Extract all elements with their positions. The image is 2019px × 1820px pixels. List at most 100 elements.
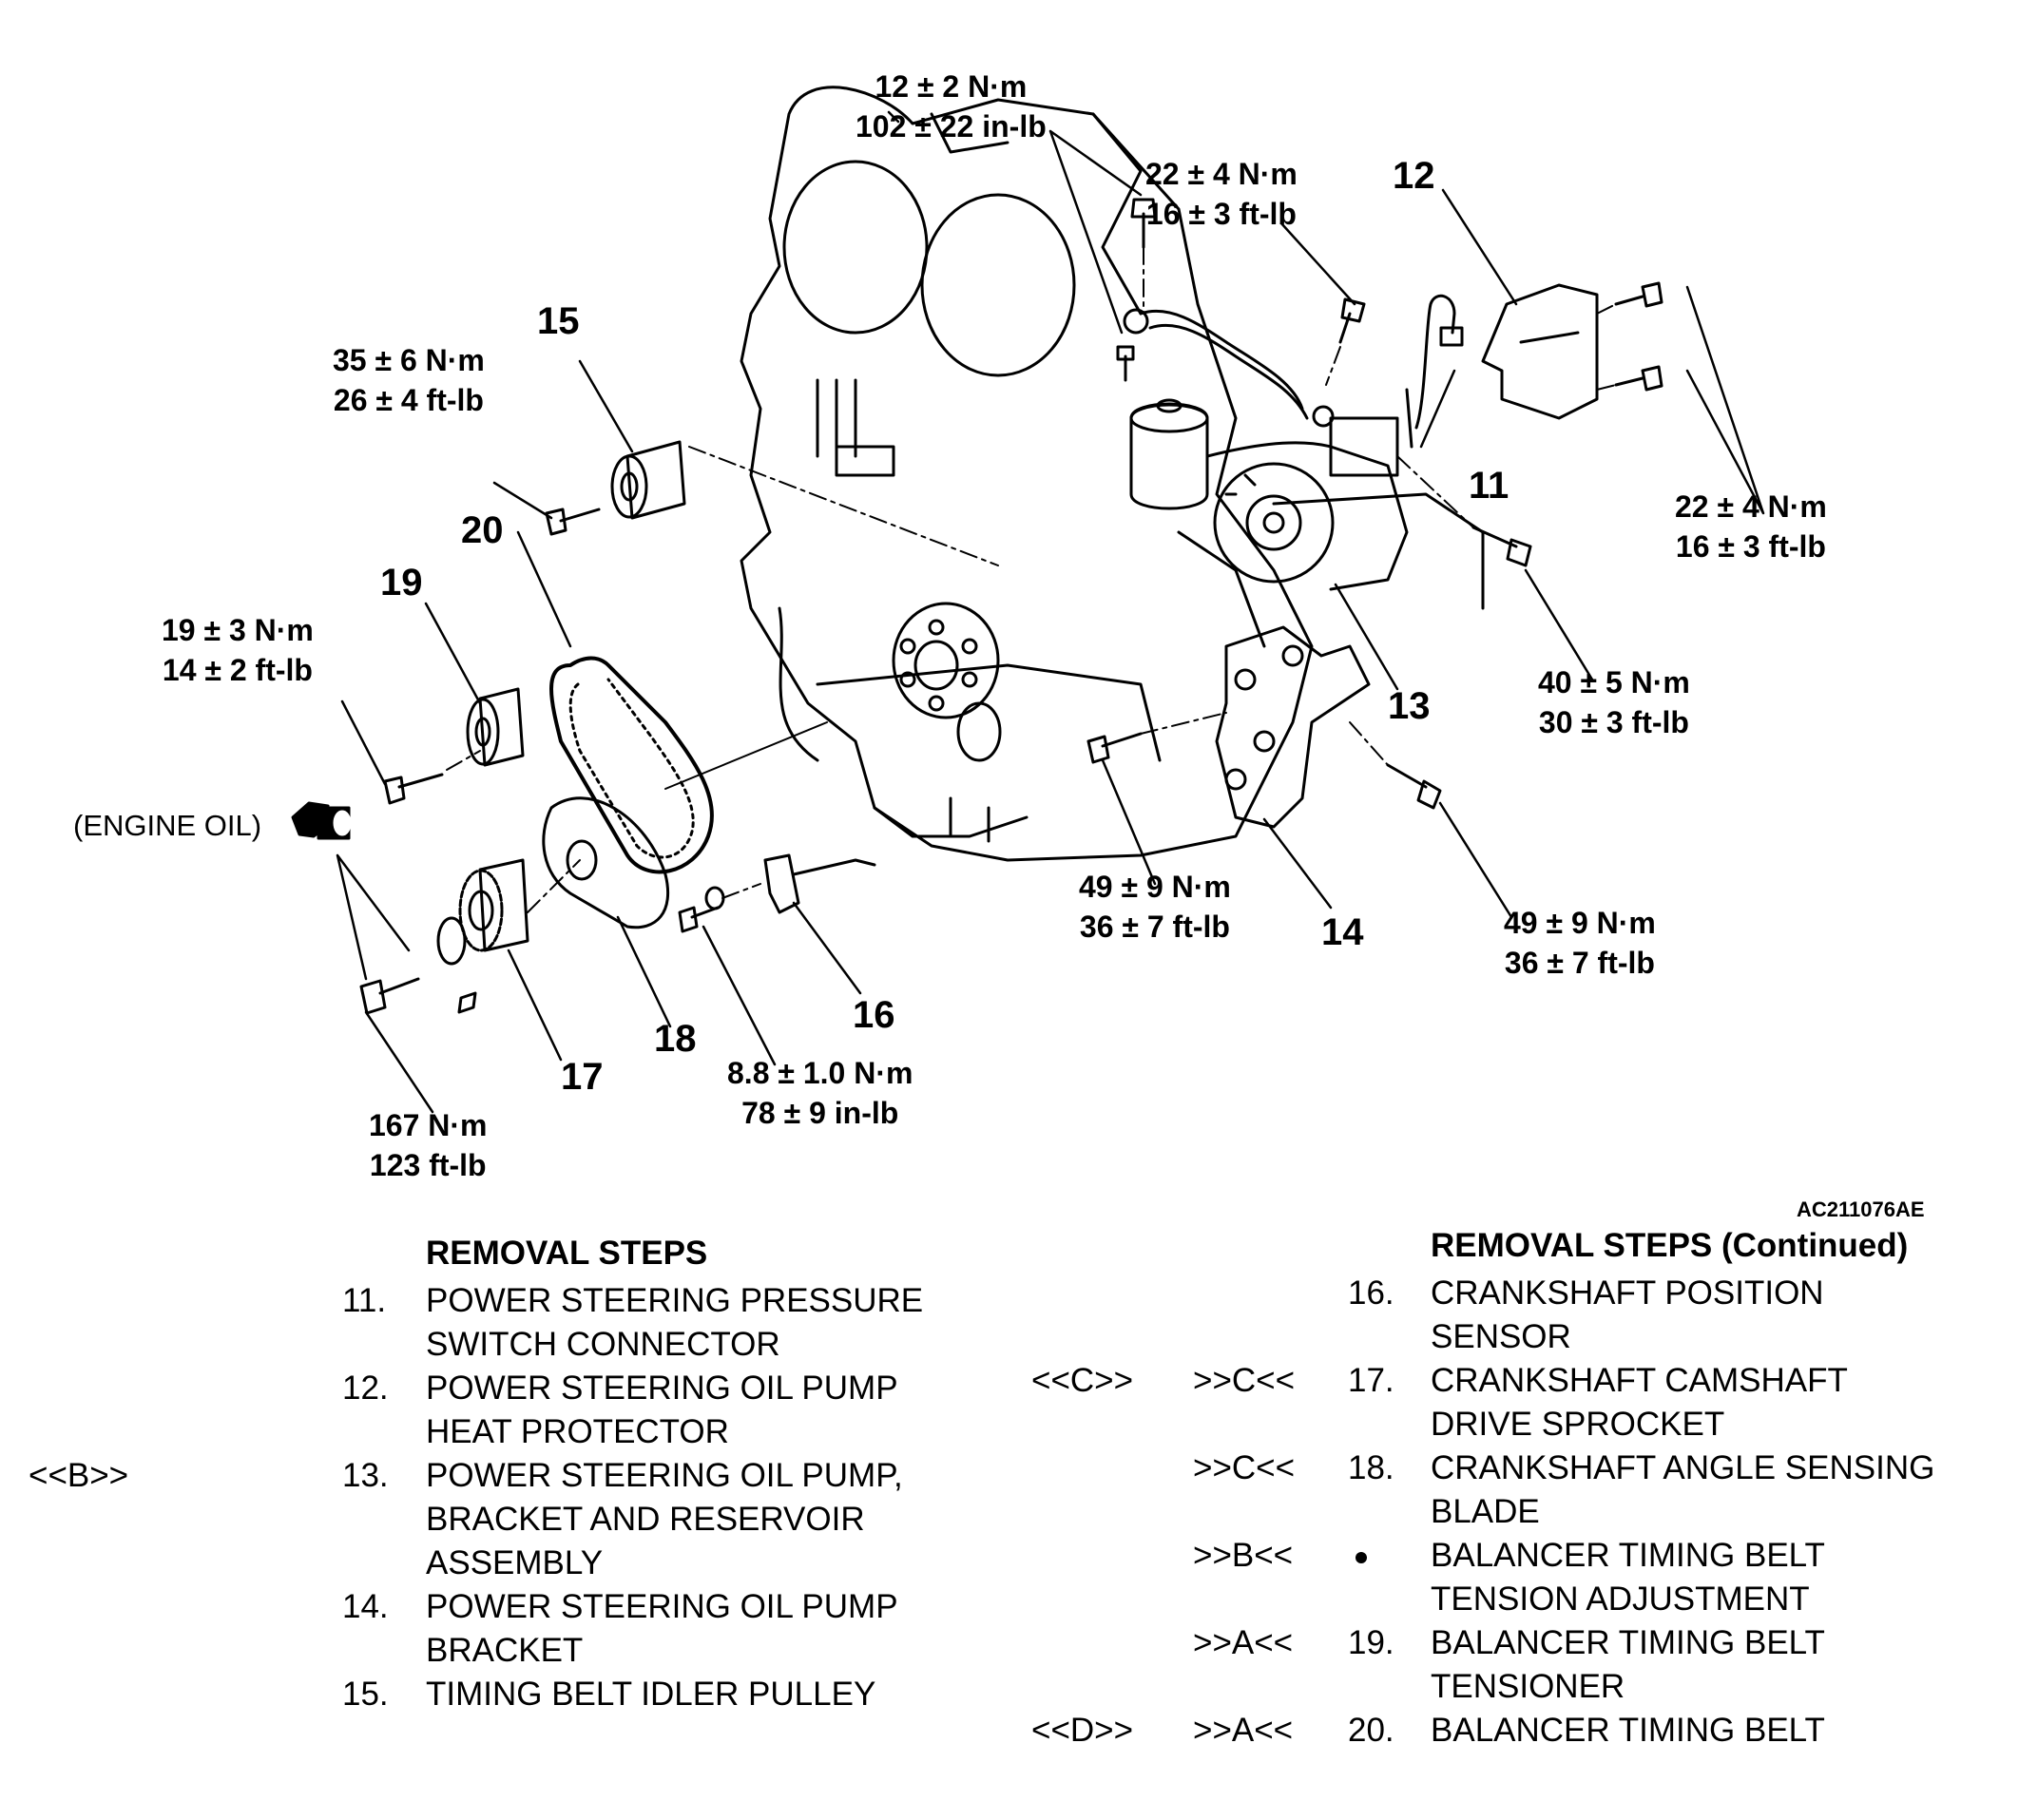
idler-pulley	[610, 440, 686, 520]
heat-protector	[1481, 283, 1599, 420]
step-mark-secondary: >>C<<	[1193, 1449, 1296, 1486]
torque-nm: 35 ± 6 N·m	[333, 343, 485, 377]
step-text: POWER STEERING OIL PUMP,	[426, 1457, 903, 1494]
step-mark-secondary: >>A<<	[1193, 1624, 1294, 1661]
removal-steps-right: REMOVAL STEPS (Continued) 16. CRANKSHAFT …	[1031, 1224, 2010, 1756]
torque-imperial: 16 ± 3 ft-lb	[1675, 529, 1826, 564]
step-text: TENSION ADJUSTMENT	[1431, 1581, 1810, 1618]
step-row: <<C>> >>C<< 17. CRANKSHAFT CAMSHAFT DRIVE SP…	[1031, 1359, 2010, 1446]
step-number: 20.	[1348, 1712, 1394, 1749]
step-number	[1348, 1534, 1367, 1578]
angle-sensing-blade	[542, 796, 670, 929]
step-row: <<B>> 13. POWER STEERING OIL PUMP, BRACKET …	[29, 1454, 979, 1585]
figure-code: AC211076AE	[1797, 1197, 1925, 1221]
step-number: 16.	[1348, 1274, 1394, 1312]
step-text: TIMING BELT IDLER PULLEY	[426, 1676, 876, 1713]
step-text: SENSOR	[1431, 1318, 1571, 1355]
torque-imperial: 14 ± 2 ft-lb	[162, 653, 313, 687]
crankshaft-sprocket	[436, 858, 529, 1014]
crankshaft-position-sensor	[704, 853, 876, 914]
step-text: HEAT PROTECTOR	[426, 1413, 729, 1450]
part-number-14: 14	[1321, 911, 1364, 953]
torque-imperial: 30 ± 3 ft-lb	[1538, 705, 1689, 739]
step-row: >>C<< 18. CRANKSHAFT ANGLE SENSING BLADE	[1031, 1446, 2010, 1534]
part-number-20: 20	[461, 509, 504, 551]
step-text: TENSIONER	[1431, 1668, 1625, 1705]
step-text: POWER STEERING OIL PUMP	[426, 1588, 898, 1625]
part-number-19: 19	[380, 562, 423, 603]
step-number: 18.	[1348, 1449, 1394, 1486]
torque-imperial: 78 ± 9 in-lb	[741, 1096, 899, 1130]
power-steering-pump	[1123, 308, 1409, 591]
step-number: 19.	[1348, 1624, 1394, 1661]
step-text: CRANKSHAFT CAMSHAFT	[1431, 1362, 1848, 1399]
engine-oil-label: (ENGINE OIL)	[73, 809, 262, 842]
step-number: 11.	[342, 1282, 387, 1319]
torque-imperial: 26 ± 4 ft-lb	[333, 383, 484, 417]
step-number: 12.	[342, 1370, 389, 1407]
belt-tensioner	[466, 687, 525, 767]
step-text: BLADE	[1431, 1493, 1540, 1530]
torque-nm: 19 ± 3 N·m	[162, 613, 314, 647]
torque-imperial: 36 ± 7 ft-lb	[1079, 910, 1230, 944]
torque-label-4: 35 ± 6 N·m 26 ± 4 ft-lb	[333, 340, 485, 420]
part-number-16: 16	[853, 994, 895, 1036]
torque-nm: 49 ± 9 N·m	[1504, 906, 1656, 940]
step-mark-primary: <<D>>	[1031, 1712, 1134, 1749]
oil-can-icon	[291, 801, 352, 840]
step-text: CRANKSHAFT POSITION	[1431, 1274, 1824, 1312]
alignment-lines	[446, 246, 1617, 913]
step-row: <<D>> >>A<< 20. BALANCER TIMING BELT	[1031, 1709, 2010, 1753]
step-mark-primary: <<C>>	[1031, 1362, 1134, 1399]
torque-nm: 12 ± 2 N·m	[875, 69, 1028, 104]
step-text: BALANCER TIMING BELT	[1431, 1712, 1825, 1749]
part-number-13: 13	[1388, 685, 1431, 727]
part-number-18: 18	[654, 1018, 697, 1060]
step-mark-secondary: >>C<<	[1193, 1362, 1296, 1399]
torque-label-3: 22 ± 4 N·m 16 ± 3 ft-lb	[1675, 487, 1827, 566]
step-row: >>A<< 19. BALANCER TIMING BELT TENSIONER	[1031, 1621, 2010, 1709]
step-text: CRANKSHAFT ANGLE SENSING	[1431, 1449, 1935, 1486]
part-number-11: 11	[1469, 465, 1509, 507]
torque-imperial: 123 ft-lb	[369, 1148, 487, 1182]
torque-label-8: 49 ± 9 N·m 36 ± 7 ft-lb	[1504, 903, 1656, 983]
step-text: POWER STEERING OIL PUMP	[426, 1370, 898, 1407]
steps-header: REMOVAL STEPS	[426, 1235, 708, 1272]
part-number-17: 17	[561, 1056, 604, 1098]
leader-lines	[336, 110, 1765, 1114]
step-mark-secondary: >>A<<	[1193, 1712, 1294, 1749]
exploded-view-diagram	[291, 86, 1765, 1114]
torque-label-10: 167 N·m 123 ft-lb	[369, 1105, 488, 1185]
pressure-switch-harness	[1405, 294, 1464, 449]
steps-header-continued: REMOVAL STEPS (Continued)	[1431, 1227, 1909, 1264]
torque-imperial: 102 ± 22 in-lb	[856, 109, 1047, 144]
torque-label-6: 40 ± 5 N·m 30 ± 3 ft-lb	[1538, 662, 1690, 742]
step-row: 16. CRANKSHAFT POSITION SENSOR	[1031, 1272, 2010, 1359]
bolts	[359, 198, 1663, 1015]
step-text: DRIVE SPROCKET	[1431, 1406, 1725, 1443]
torque-label-1: 12 ± 2 N·m 102 ± 22 in-lb	[856, 67, 1047, 146]
torque-nm: 167 N·m	[369, 1108, 488, 1142]
step-mark-secondary: >>B<<	[1193, 1537, 1294, 1574]
engine-block	[740, 86, 1485, 862]
step-mark: <<B>>	[29, 1457, 129, 1494]
torque-nm: 22 ± 4 N·m	[1145, 157, 1298, 191]
torque-nm: 40 ± 5 N·m	[1538, 665, 1690, 699]
step-text: BRACKET AND RESERVOIR	[426, 1501, 865, 1538]
step-number: 13.	[342, 1457, 389, 1494]
step-text: BRACKET	[426, 1632, 584, 1669]
step-text: ASSEMBLY	[426, 1544, 604, 1581]
torque-nm: 49 ± 9 N·m	[1079, 870, 1231, 904]
step-text: SWITCH CONNECTOR	[426, 1326, 780, 1363]
removal-steps-left: REMOVAL STEPS 11.POWER STEERING PRESSURE…	[29, 1232, 979, 1745]
step-number: 17.	[1348, 1362, 1394, 1399]
part-number-12: 12	[1393, 155, 1435, 197]
step-row: 15.TIMING BELT IDLER PULLEY	[29, 1673, 979, 1716]
step-text: BALANCER TIMING BELT	[1431, 1624, 1825, 1661]
torque-label-9: 8.8 ± 1.0 N·m 78 ± 9 in-lb	[727, 1053, 913, 1133]
pump-bracket	[1215, 625, 1371, 829]
torque-label-2: 22 ± 4 N·m 16 ± 3 ft-lb	[1145, 154, 1298, 234]
